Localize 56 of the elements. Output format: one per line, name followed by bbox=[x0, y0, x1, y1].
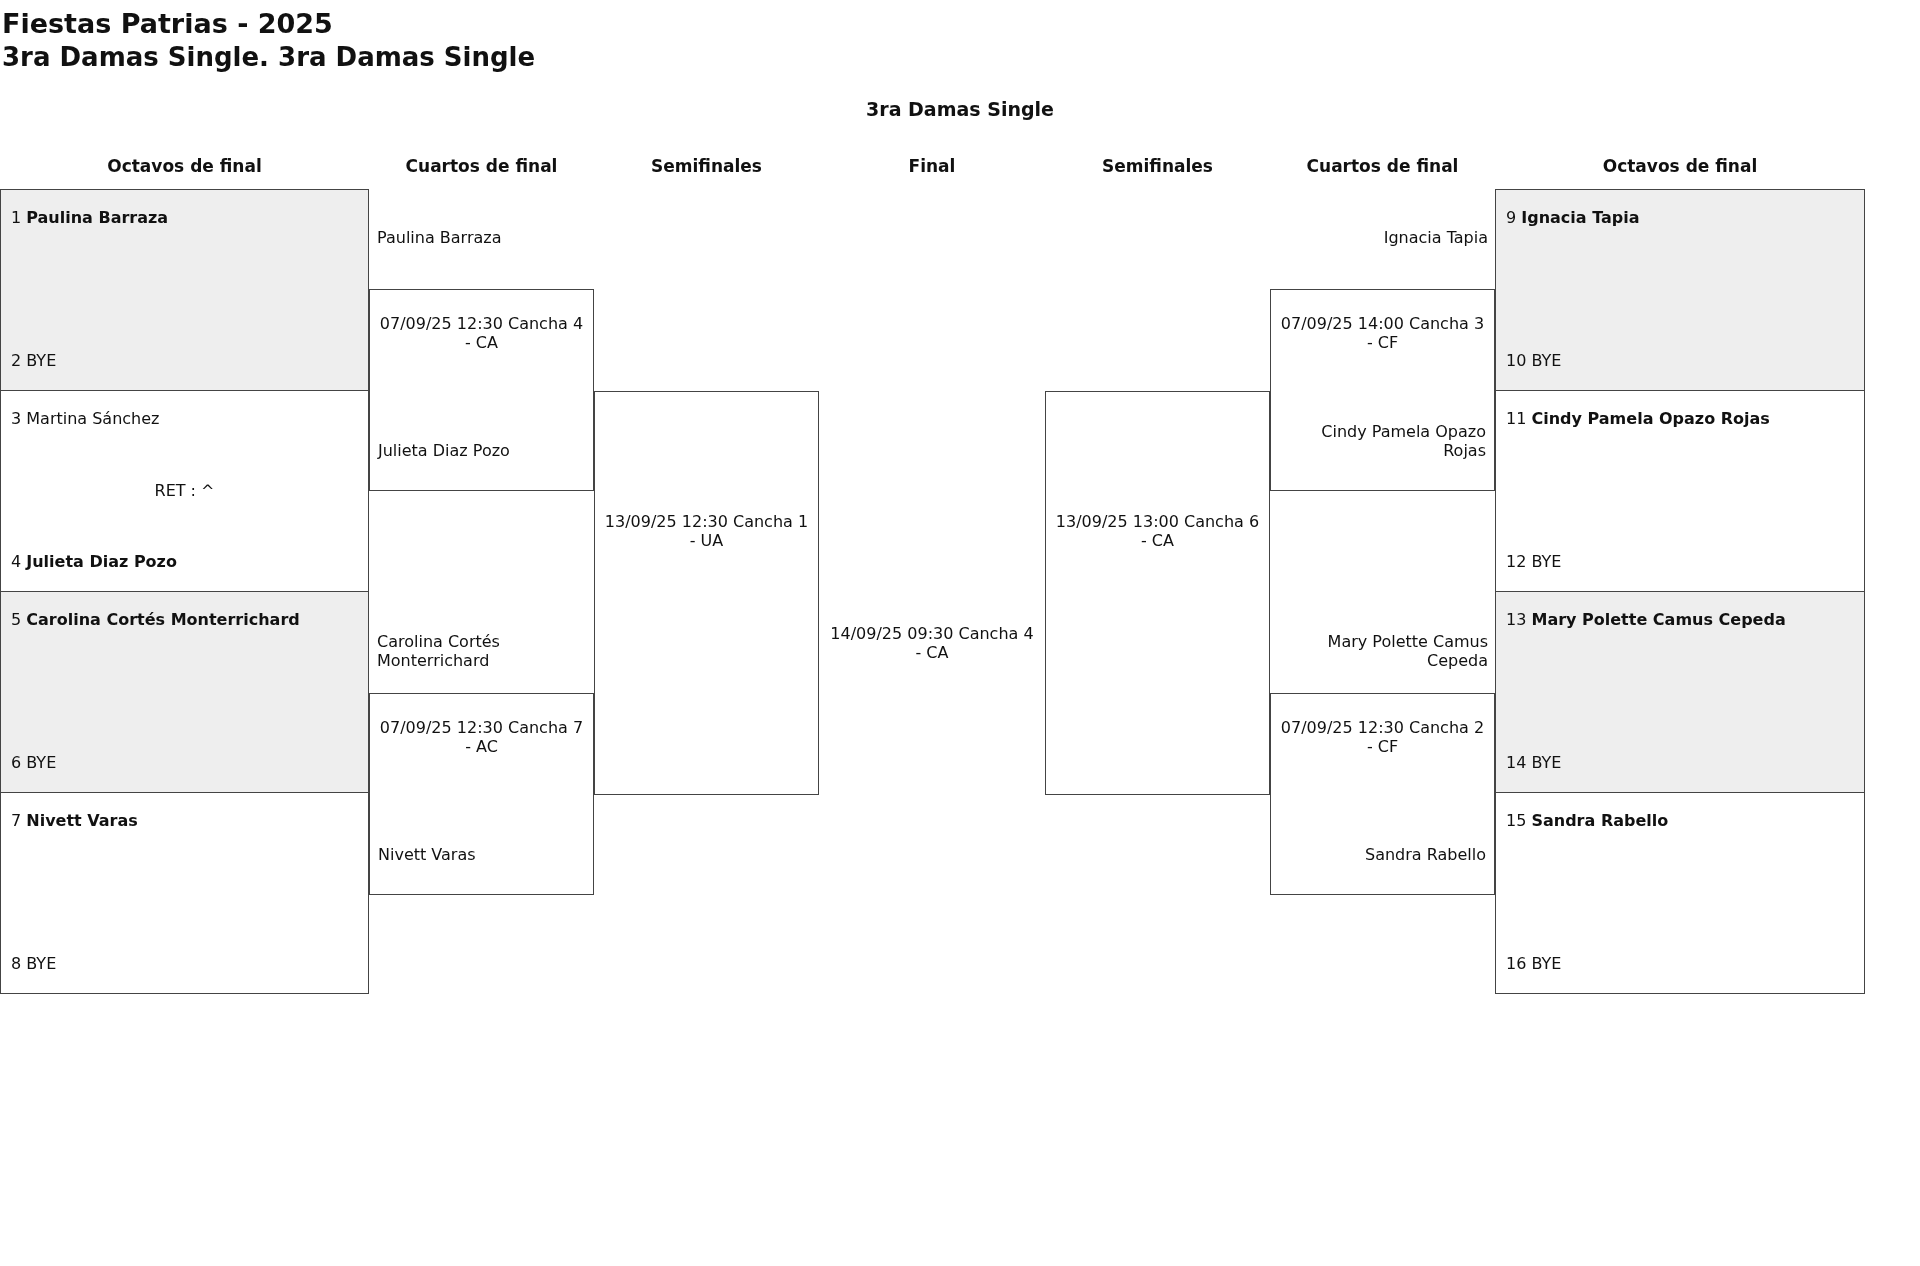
match-box bbox=[369, 289, 594, 491]
player-entry: 13 Mary Polette Camus Cepeda bbox=[1506, 610, 1787, 629]
player-entry: 7 Nivett Varas bbox=[11, 811, 139, 830]
player-entry: 8 BYE bbox=[11, 954, 58, 973]
player-entry: 11 Cindy Pamela Opazo Rojas bbox=[1506, 409, 1771, 428]
player-entry: 6 BYE bbox=[11, 753, 58, 772]
player-name: Mary Polette Camus Cepeda bbox=[1326, 632, 1488, 670]
bracket-title: 3ra Damas Single bbox=[865, 98, 1055, 120]
match-schedule: 07/09/25 12:30 Cancha 7 - AC bbox=[378, 718, 585, 756]
page-title: Fiestas Patrias - 2025 bbox=[2, 8, 333, 39]
player-name: Cindy Pamela Opazo Rojas bbox=[1320, 422, 1486, 460]
match-schedule: 13/09/25 13:00 Cancha 6 - CA bbox=[1054, 512, 1261, 550]
player-entry: 3 Martina Sánchez bbox=[11, 409, 161, 428]
match-schedule: 07/09/25 12:30 Cancha 4 - CA bbox=[378, 314, 585, 352]
match-box bbox=[594, 391, 819, 795]
player-name: Nivett Varas bbox=[378, 845, 477, 864]
player-entry: 12 BYE bbox=[1506, 552, 1563, 571]
round-header: Cuartos de final bbox=[1305, 156, 1460, 176]
player-name: Julieta Diaz Pozo bbox=[378, 441, 511, 460]
subtitle: 3ra Damas Single. 3ra Damas Single bbox=[2, 42, 537, 72]
match-box bbox=[1270, 289, 1495, 491]
match-schedule: 13/09/25 12:30 Cancha 1 - UA bbox=[603, 512, 810, 550]
match-box bbox=[0, 390, 369, 592]
round-header: Semifinales bbox=[1101, 156, 1214, 176]
match-result: RET : ^ bbox=[153, 480, 216, 500]
round-header: Semifinales bbox=[650, 156, 763, 176]
match-box bbox=[1045, 391, 1270, 795]
match-box bbox=[1495, 390, 1865, 592]
match-schedule: 07/09/25 12:30 Cancha 2 - CF bbox=[1279, 718, 1486, 756]
match-schedule: 07/09/25 14:00 Cancha 3 - CF bbox=[1279, 314, 1486, 352]
round-header: Octavos de final bbox=[106, 156, 263, 176]
match-box bbox=[1495, 591, 1865, 793]
round-header: Final bbox=[907, 156, 957, 176]
player-name: Sandra Rabello bbox=[1364, 845, 1486, 864]
round-header: Cuartos de final bbox=[404, 156, 559, 176]
match-box bbox=[369, 693, 594, 895]
player-name: Paulina Barraza bbox=[377, 228, 503, 247]
player-entry: 14 BYE bbox=[1506, 753, 1563, 772]
player-entry: 2 BYE bbox=[11, 351, 58, 370]
player-entry: 1 Paulina Barraza bbox=[11, 208, 170, 227]
match-schedule: 14/09/25 09:30 Cancha 4 - CA bbox=[829, 624, 1035, 662]
match-box bbox=[1495, 792, 1865, 994]
match-box bbox=[0, 591, 369, 793]
match-box bbox=[0, 792, 369, 994]
player-entry: 9 Ignacia Tapia bbox=[1506, 208, 1641, 227]
player-entry: 10 BYE bbox=[1506, 351, 1563, 370]
player-entry: 4 Julieta Diaz Pozo bbox=[11, 552, 178, 571]
player-entry: 15 Sandra Rabello bbox=[1506, 811, 1670, 830]
player-name: Ignacia Tapia bbox=[1382, 228, 1488, 247]
player-entry: 16 BYE bbox=[1506, 954, 1563, 973]
player-name: Carolina Cortés Monterrichard bbox=[377, 632, 501, 670]
match-box bbox=[1270, 693, 1495, 895]
match-box bbox=[1495, 189, 1865, 391]
round-header: Octavos de final bbox=[1601, 156, 1759, 176]
match-box bbox=[0, 189, 369, 391]
player-entry: 5 Carolina Cortés Monterrichard bbox=[11, 610, 301, 629]
